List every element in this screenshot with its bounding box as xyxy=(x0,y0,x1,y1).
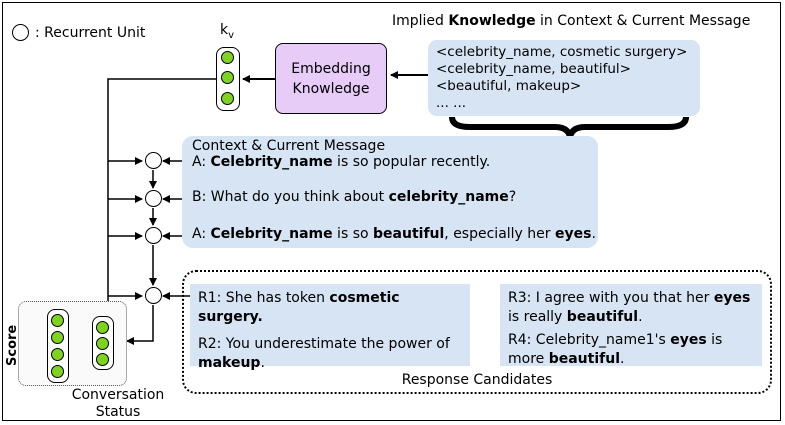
score-node xyxy=(51,348,64,361)
knowledge-triple: <celebrity_name, cosmetic surgery> xyxy=(436,44,688,60)
bold-term: eyes xyxy=(713,290,751,306)
kv-subscript: v xyxy=(228,29,235,41)
kv-node xyxy=(221,51,234,64)
text-segment: ? xyxy=(508,189,517,205)
recurrent-unit-legend-icon xyxy=(12,24,29,41)
kv-vector xyxy=(216,47,240,111)
response-candidates-label: Response Candidates xyxy=(401,372,553,388)
embedding-knowledge-box: Embedding Knowledge xyxy=(275,43,387,114)
score-node xyxy=(51,331,64,344)
text-segment: . xyxy=(260,355,265,371)
kv-node xyxy=(221,71,234,84)
status-node xyxy=(96,321,109,334)
knowledge-triple: <beautiful, makeup> xyxy=(436,78,582,94)
score-node xyxy=(51,314,64,327)
text-segment: is so xyxy=(332,226,374,242)
bold-term: beautiful xyxy=(548,351,620,367)
text-segment: R2: You underestimate the power of xyxy=(198,336,450,352)
text-segment: is really xyxy=(508,309,567,325)
context-box: Context & Current Message A: Celebrity_n… xyxy=(182,136,598,248)
embedding-line1: Embedding xyxy=(291,60,371,77)
text-segment: . xyxy=(591,226,596,242)
knowledge-triple: <celebrity_name, beautiful> xyxy=(436,61,631,77)
context-line: B: What do you think about celebrity_nam… xyxy=(192,189,516,205)
status-label-line1: Conversation xyxy=(71,387,165,403)
candidate-r1: R1: She has token cosmetic surgery. xyxy=(198,289,462,327)
recurrent-unit xyxy=(145,190,162,207)
text-segment: R1: She has token xyxy=(198,290,330,306)
text-segment: R4: Celebrity_name1's xyxy=(508,332,671,348)
knowledge-triple: ... ... xyxy=(436,95,467,111)
status-label-line2: Status xyxy=(95,404,141,420)
recurrent-unit xyxy=(145,287,162,304)
kv-symbol: k xyxy=(219,22,229,38)
score-vector xyxy=(47,309,69,383)
bold-term: beautiful xyxy=(566,309,639,325)
candidate-r2: R2: You underestimate the power of makeu… xyxy=(198,335,462,373)
text-segment: B: What do you think about xyxy=(192,189,389,205)
recurrent-unit xyxy=(145,227,162,244)
curly-brace xyxy=(449,116,689,138)
text-segment: , especially her xyxy=(444,226,555,242)
candidate-r3: R3: I agree with you that her eyes is re… xyxy=(508,289,754,327)
response-candidates-outline xyxy=(182,270,772,394)
legend-label: : Recurrent Unit xyxy=(35,24,146,41)
text-segment: A: xyxy=(192,226,211,242)
bold-term: Celebrity_name xyxy=(210,226,333,242)
bold-term: beautiful xyxy=(373,226,445,242)
legend: : Recurrent Unit xyxy=(12,24,145,41)
bold-term: Celebrity_name xyxy=(210,154,333,170)
unit-to-status xyxy=(126,305,154,345)
score-label: Score xyxy=(5,324,20,366)
diagram-frame xyxy=(2,2,781,421)
bold-term: cosmetic surgery. xyxy=(198,290,400,325)
text-segment: . xyxy=(620,351,625,367)
bold-term: makeup xyxy=(198,355,261,371)
text-segment: A: xyxy=(192,154,211,170)
context-line: A: Celebrity_name is so popular recently… xyxy=(192,154,490,170)
embedding-line2: Knowledge xyxy=(292,80,370,97)
candidate-r4: R4: Celebrity_name1's eyes is more beaut… xyxy=(508,331,754,369)
text-segment: is so popular recently. xyxy=(332,154,491,170)
candidates-left-box: R1: She has token cosmetic surgery. R2: … xyxy=(190,284,470,371)
kv-node xyxy=(221,92,234,105)
knowledge-title-suffix: in Context & Current Message xyxy=(535,13,751,29)
bold-term: eyes xyxy=(554,226,592,242)
knowledge-box: <celebrity_name, cosmetic surgery> <cele… xyxy=(428,40,700,116)
context-line: A: Celebrity_name is so beautiful, espec… xyxy=(192,226,596,242)
knowledge-title: Implied Knowledge in Context & Current M… xyxy=(392,13,750,29)
text-segment: . xyxy=(638,309,643,325)
text-segment: R3: I agree with you that her xyxy=(508,290,714,306)
candidates-right-box: R3: I agree with you that her eyes is re… xyxy=(500,284,762,369)
score-node xyxy=(51,365,64,378)
status-vector xyxy=(92,316,114,370)
knowledge-title-prefix: Implied xyxy=(392,13,449,29)
bold-term: eyes xyxy=(670,332,707,348)
kv-label: kv xyxy=(212,22,242,41)
context-title: Context & Current Message xyxy=(192,138,386,154)
status-node xyxy=(96,337,109,350)
knowledge-title-bold: Knowledge xyxy=(448,13,536,29)
status-node xyxy=(96,353,109,366)
text-segment: is more xyxy=(508,332,723,367)
recurrent-unit xyxy=(145,152,162,169)
bold-term: celebrity_name xyxy=(388,189,509,205)
conversation-status-box xyxy=(18,301,127,386)
conversation-status-label: Conversation Status xyxy=(62,387,174,421)
